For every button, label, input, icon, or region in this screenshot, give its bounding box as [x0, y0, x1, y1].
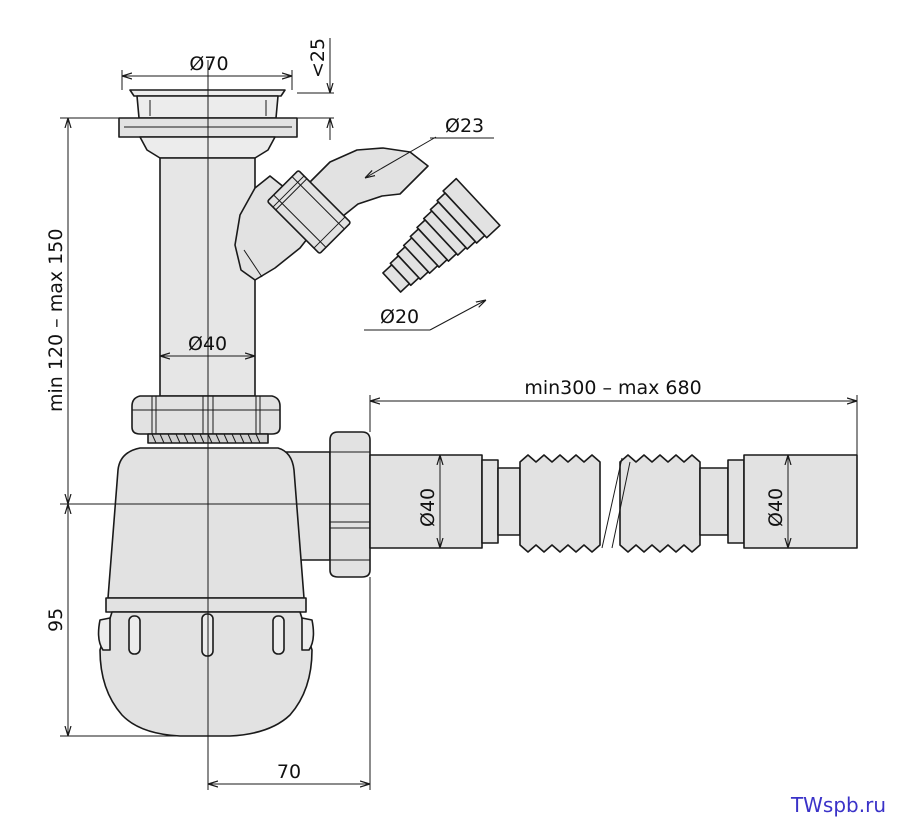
trap-offset-label: 70 — [277, 761, 301, 783]
dim-hose-inlet: Ø40 — [417, 455, 440, 548]
center-lines — [60, 60, 370, 790]
height-range-label: min 120 – max 150 — [45, 229, 67, 412]
hose-inlet-label: Ø40 — [417, 488, 439, 527]
flange-gap-label: <25 — [307, 38, 329, 78]
hose-length-label: min300 – max 680 — [524, 377, 701, 399]
dim-hose-length: min300 – max 680 — [369, 377, 858, 455]
dim-flange-diameter: Ø70 — [121, 53, 293, 90]
trap-body — [105, 447, 307, 613]
flange-diameter-label: Ø70 — [189, 53, 228, 75]
dim-side-outlet-outer: Ø23 — [365, 115, 494, 178]
dim-side-outlet-inner: Ø20 — [364, 300, 486, 331]
dim-trap-height: 95 — [45, 504, 180, 737]
pipe-diameter-label: Ø40 — [188, 333, 227, 355]
dim-pipe-diameter: Ø40 — [160, 333, 255, 356]
upper-nut — [131, 395, 281, 444]
dim-hose-outlet: Ø40 — [765, 455, 788, 548]
side-outlet-inner-label: Ø20 — [380, 306, 419, 328]
flexible-hose — [369, 454, 858, 553]
side-outlet-outer-label: Ø23 — [445, 115, 484, 137]
hose-outlet-label: Ø40 — [765, 488, 787, 527]
dim-height-range: min 120 – max 150 — [45, 117, 119, 504]
bottom-cup — [97, 611, 315, 737]
dim-flange-gap: <25 — [297, 38, 334, 140]
side-outlet — [234, 147, 501, 293]
dim-trap-offset: 70 — [208, 577, 371, 790]
watermark-text: TWspb.ru — [790, 793, 886, 817]
trap-height-label: 95 — [45, 608, 67, 632]
watermark: TWspb.ru — [791, 793, 886, 817]
